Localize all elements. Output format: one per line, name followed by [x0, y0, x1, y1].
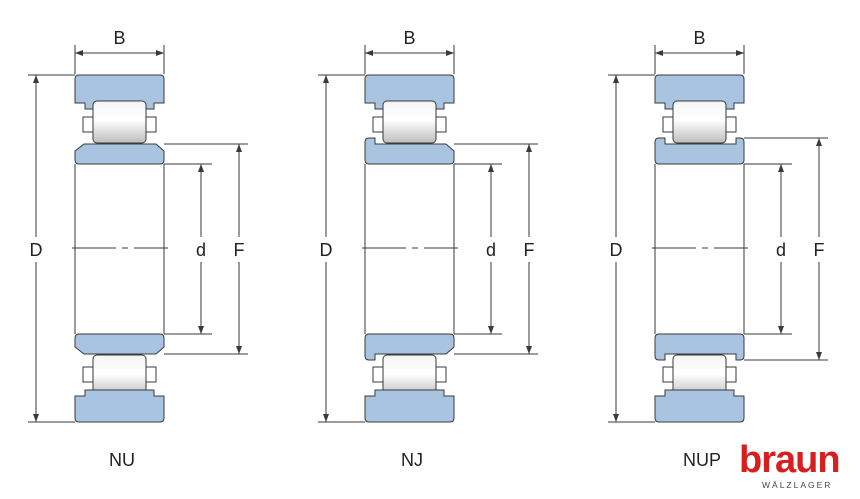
outer-ring-bottom [364, 389, 455, 423]
f-label: F [524, 240, 535, 260]
inner-ring-bottom [74, 333, 165, 355]
brand-subtitle: WÄLZLAGER [762, 480, 832, 490]
b-label: B [113, 28, 125, 48]
brand-name: braun [739, 439, 840, 481]
inner-ring-top [364, 137, 455, 165]
roller-top [382, 100, 437, 144]
d-bore-label: d [776, 240, 786, 260]
bearing-nu: B D d [28, 28, 248, 470]
d-bore-label: d [486, 240, 496, 260]
b-label: B [403, 28, 415, 48]
brand-logo: braun WÄLZLAGER [739, 439, 841, 490]
d-outer-label: D [30, 240, 43, 260]
bearing-nj: B D d F NJ [318, 28, 538, 470]
outer-ring-bottom [654, 389, 745, 423]
bearing-type-label: NUP [683, 450, 721, 470]
bearing-type-label: NJ [401, 450, 423, 470]
inner-ring-bottom [364, 333, 455, 361]
d-outer-label: D [610, 240, 623, 260]
inner-ring-bottom [654, 333, 745, 361]
inner-ring-top [654, 137, 745, 165]
f-label: F [234, 240, 245, 260]
outer-ring-bottom [74, 389, 165, 423]
bearing-type-label: NU [109, 450, 135, 470]
f-label: F [814, 240, 825, 260]
b-label: B [693, 28, 705, 48]
d-outer-label: D [320, 240, 333, 260]
roller-top [92, 100, 147, 144]
bearing-nup: B D d F NUP [608, 28, 828, 470]
d-bore-label: d [196, 240, 206, 260]
roller-top [672, 100, 727, 144]
inner-ring-top [74, 143, 165, 165]
